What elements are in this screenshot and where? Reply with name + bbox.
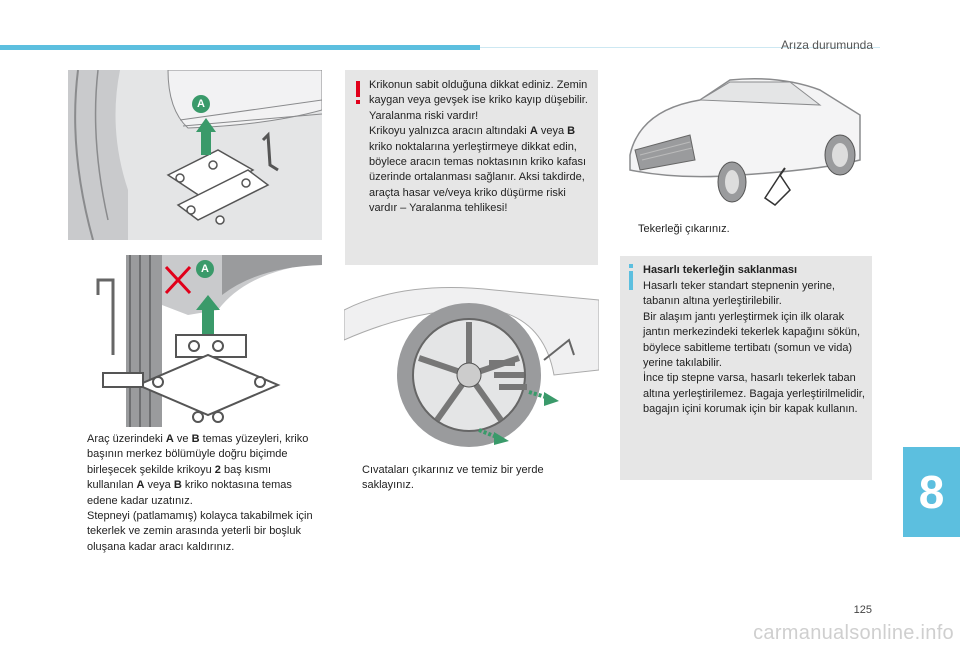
- wheel-bolts-figure: [344, 280, 599, 452]
- left-instructions: Araç üzerindeki A ve B temas yüzeyleri, …: [72, 432, 317, 555]
- page-number: 125: [853, 604, 872, 616]
- exclamation-icon: [356, 81, 360, 104]
- warning-box: Krikonun sabit olduğuna dikkat ediniz. Z…: [345, 70, 598, 265]
- header-accent-bar: [0, 45, 480, 50]
- jack-point-a-label-2: A: [196, 260, 214, 278]
- jack-point-a-label: A: [192, 95, 210, 113]
- instruction-raise-car: Stepneyi (patlamamış) kolayca takabilmek…: [87, 510, 313, 553]
- instruction-remove-wheel: Tekerleği çıkarınız.: [638, 223, 730, 235]
- middle-instructions: Cıvataları çıkarınız ve temiz bir yerde …: [347, 463, 592, 494]
- info-title: Hasarlı tekerleğin saklanması: [643, 264, 798, 276]
- watermark: carmanualsonline.info: [753, 622, 954, 644]
- jack-contact-figure-bottom: A: [68, 255, 322, 427]
- car-lifted-figure: [620, 70, 872, 210]
- jack-raise-figure-top: A: [68, 70, 322, 240]
- info-text: Hasarlı teker standart stepnenin yerine,…: [643, 280, 865, 416]
- instruction-extend-jack: Araç üzerindeki A ve B temas yüzeyleri, …: [87, 433, 309, 507]
- info-box: Hasarlı tekerleğin saklanması Hasarlı te…: [620, 256, 872, 480]
- instruction-remove-bolts: Cıvataları çıkarınız ve temiz bir yerde …: [362, 464, 544, 492]
- warning-text: Krikonun sabit olduğuna dikkat ediniz. Z…: [369, 79, 588, 215]
- chapter-title: Arıza durumunda: [780, 38, 873, 52]
- chapter-tab: 8: [903, 447, 960, 537]
- right-instructions: Tekerleği çıkarınız.: [623, 222, 868, 237]
- header-divider: [480, 47, 880, 48]
- info-icon: [629, 264, 633, 290]
